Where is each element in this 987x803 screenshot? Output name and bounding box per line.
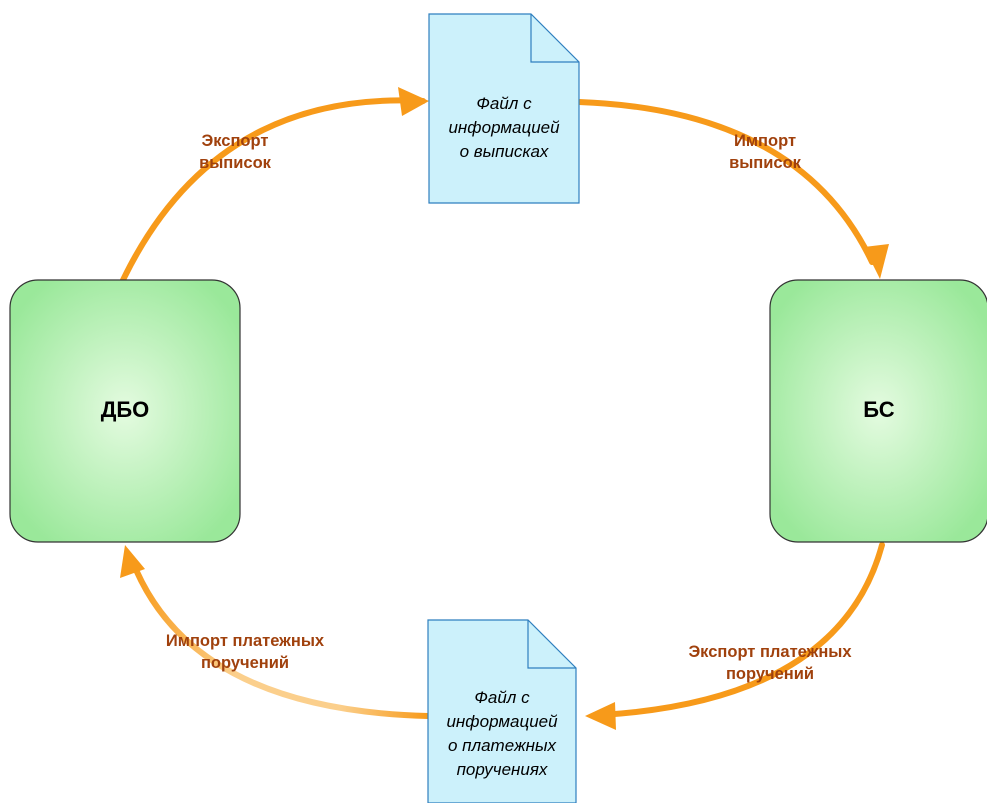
arrow-import-statements <box>576 99 875 265</box>
edge-label-export-statements-line-2: выписок <box>199 154 271 172</box>
document-top-line-3: о выписках <box>459 142 549 161</box>
document-top-icon <box>428 13 580 204</box>
arrow-export-payments <box>599 542 885 718</box>
edge-label-export-payments-line-1: Экспорт платежных <box>688 643 852 661</box>
edge-label-export-payments-line-2: поручений <box>725 665 815 683</box>
edge-label-import-statements-line-2: выписок <box>729 154 801 172</box>
node-dbo-box <box>9 279 241 543</box>
edge-label-export-statements-line-1: Экспорт <box>201 132 269 150</box>
edge-label-import-payments: Импорт платежных поручений <box>120 630 370 674</box>
node-dbo-label: ДБО <box>100 397 150 422</box>
document-top-text: Файл с информацией о выписках <box>429 92 579 164</box>
edge-label-export-payments: Экспорт платежных поручений <box>640 641 900 685</box>
document-bottom-line-3: о платежных <box>447 736 557 755</box>
edge-label-import-statements: Импорт выписок <box>690 130 840 174</box>
document-bottom-icon <box>427 619 577 803</box>
arrowhead-export-payments <box>585 702 616 730</box>
document-bottom-text: Файл с информацией о платежных поручения… <box>428 686 576 782</box>
edge-label-import-statements-line-1: Импорт <box>733 132 797 150</box>
node-bs-label: БС <box>863 397 895 422</box>
document-bottom-line-2: информацией <box>446 712 558 731</box>
document-top-line-2: информацией <box>448 118 560 137</box>
document-bottom-line-4: поручениях <box>456 760 548 779</box>
edge-label-import-payments-line-2: поручений <box>200 654 290 672</box>
arrowhead-export-statements <box>398 87 429 116</box>
arrowhead-import-statements <box>864 244 889 279</box>
document-top-line-1: Файл с <box>476 94 532 113</box>
edge-label-import-payments-line-1: Импорт платежных <box>165 632 325 650</box>
node-bs-box <box>769 279 987 543</box>
document-bottom-line-1: Файл с <box>474 688 530 707</box>
arrowhead-import-payments <box>120 545 145 578</box>
arrow-export-statements <box>120 97 426 283</box>
arrow-import-payments <box>129 557 431 719</box>
edge-label-export-statements: Экспорт выписок <box>160 130 310 174</box>
